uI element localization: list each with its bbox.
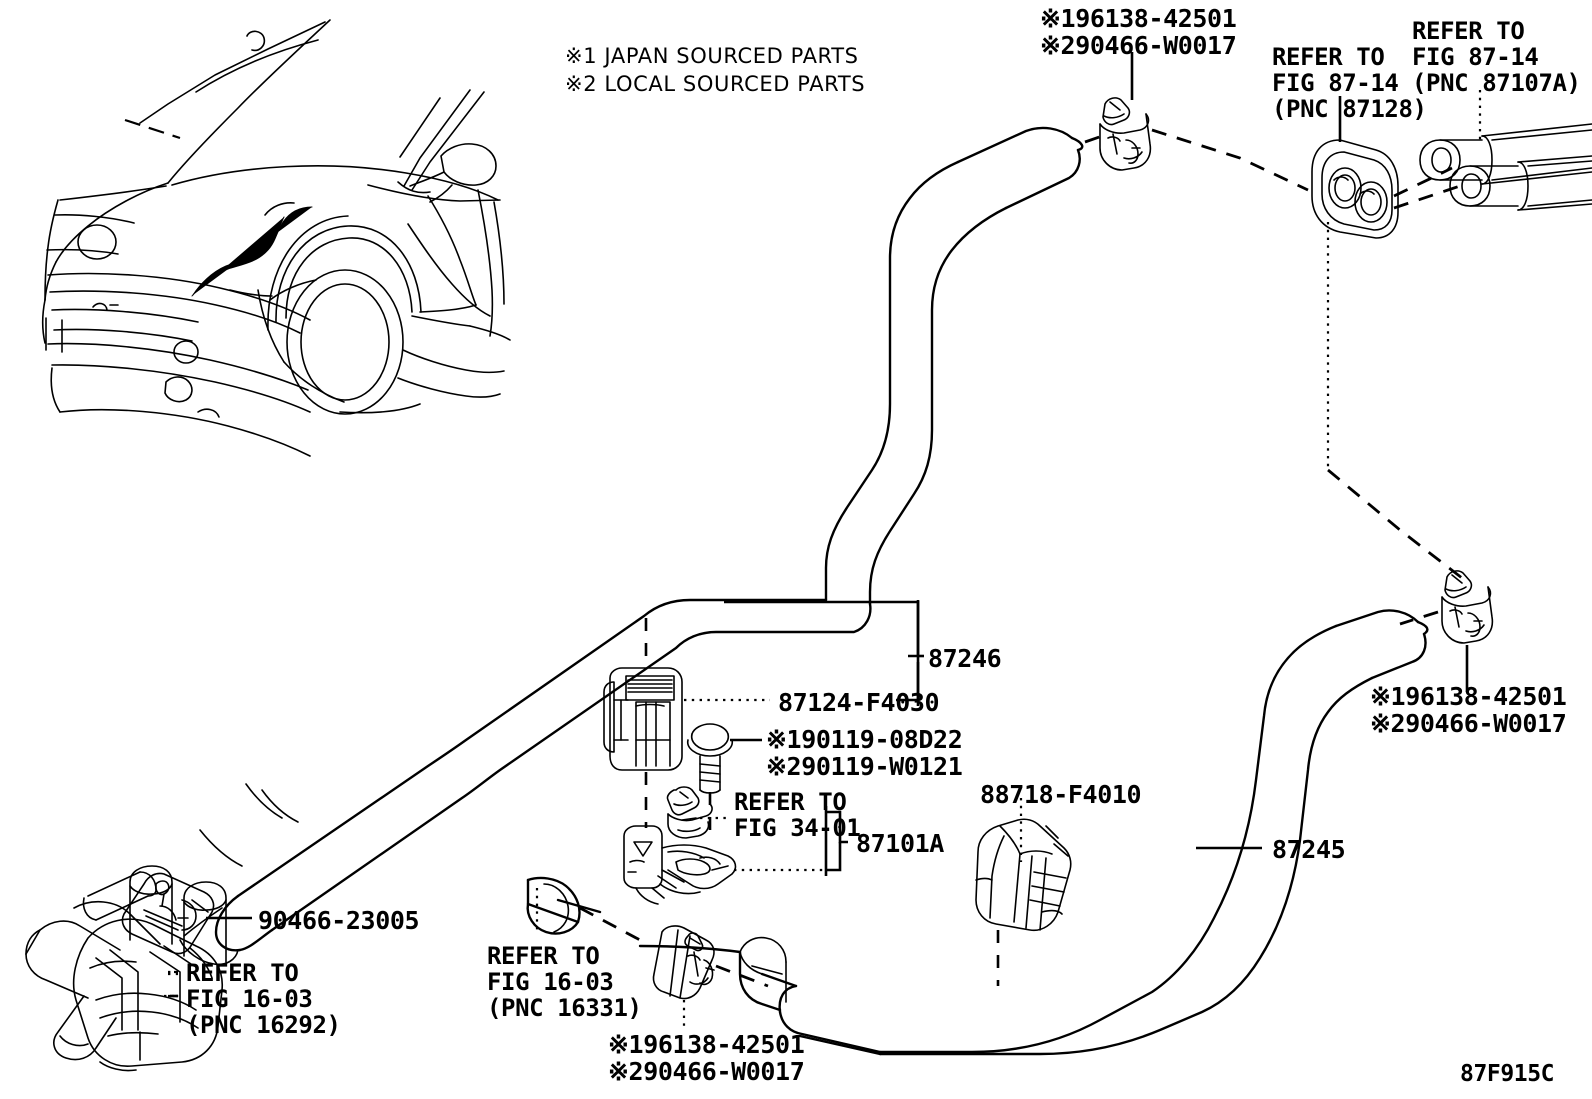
callout-88718-F4010: 88718-F4010 xyxy=(980,780,1142,809)
refer-fig34-line1: REFER TO xyxy=(734,788,847,816)
bracket-87101a xyxy=(623,786,737,905)
clip-top-196138 xyxy=(1099,97,1152,171)
bolt-90119 xyxy=(686,723,734,794)
note-local-sourced: ※2 LOCAL SOURCED PARTS xyxy=(565,72,866,96)
callout-87246: 87246 xyxy=(928,644,1002,673)
refer-87107a-line3: (PNC 87107A) xyxy=(1412,69,1581,97)
hose-87246 xyxy=(179,126,1084,966)
clip-right-label-line2: ※290466-W0017 xyxy=(1370,709,1567,738)
clip-90466-23005 xyxy=(121,872,215,955)
callout-87124-F4030: 87124-F4030 xyxy=(778,688,940,717)
refer-fig34-line2: FIG 34-01 xyxy=(734,814,861,842)
refer-16292-line1: REFER TO xyxy=(186,959,299,987)
clamp-87124-F4030 xyxy=(603,667,683,771)
clip-right-label-line1: ※196138-42501 xyxy=(1370,682,1567,711)
hose-87245-open-end xyxy=(526,876,581,935)
grommet-87128 xyxy=(1311,139,1399,239)
clip-bottom-label-line2: ※290466-W0017 xyxy=(608,1057,805,1086)
callout-87245: 87245 xyxy=(1272,835,1346,864)
bolt-label-line2: ※290119-W0121 xyxy=(766,752,963,781)
heater-water-valve xyxy=(25,865,227,1072)
figure-code: 87F915C xyxy=(1460,1061,1555,1087)
clip-top-label-line2: ※290466-W0017 xyxy=(1040,31,1237,60)
refer-87107a-line1: REFER TO xyxy=(1412,17,1525,45)
clip-top-label-line1: ※196138-42501 xyxy=(1040,4,1237,33)
refer-87128-line1: REFER TO xyxy=(1272,43,1385,71)
refer-87128-line3: (PNC 87128) xyxy=(1272,95,1427,123)
clip-bottom-label-line1: ※196138-42501 xyxy=(608,1030,805,1059)
note-japan-sourced: ※1 JAPAN SOURCED PARTS xyxy=(565,44,859,68)
callout-90466-23005: 90466-23005 xyxy=(258,906,420,935)
refer-16331-line2: FIG 16-03 xyxy=(487,968,614,996)
vehicle-illustration xyxy=(41,19,511,457)
refer-16292-line2: FIG 16-03 xyxy=(186,985,313,1013)
refer-87107a-line2: FIG 87-14 xyxy=(1412,43,1539,71)
refer-16331-line3: (PNC 16331) xyxy=(487,994,642,1022)
hose-87245 xyxy=(556,609,1429,1056)
refer-16331-line1: REFER TO xyxy=(487,942,600,970)
callout-87101A: 87101A xyxy=(856,829,944,858)
refer-16292-line3: (PNC 16292) xyxy=(186,1011,341,1039)
refer-87128-line2: FIG 87-14 xyxy=(1272,69,1399,97)
assembly-dashed-lines xyxy=(579,128,1467,988)
clip-bottom-196138 xyxy=(652,925,715,1000)
clip-right-196138 xyxy=(1441,570,1494,644)
pipes-87107a xyxy=(1419,123,1592,211)
bolt-label-line1: ※190119-08D22 xyxy=(766,725,963,754)
protector-88718-F4010 xyxy=(975,818,1072,932)
leader-lines xyxy=(164,52,1482,1028)
